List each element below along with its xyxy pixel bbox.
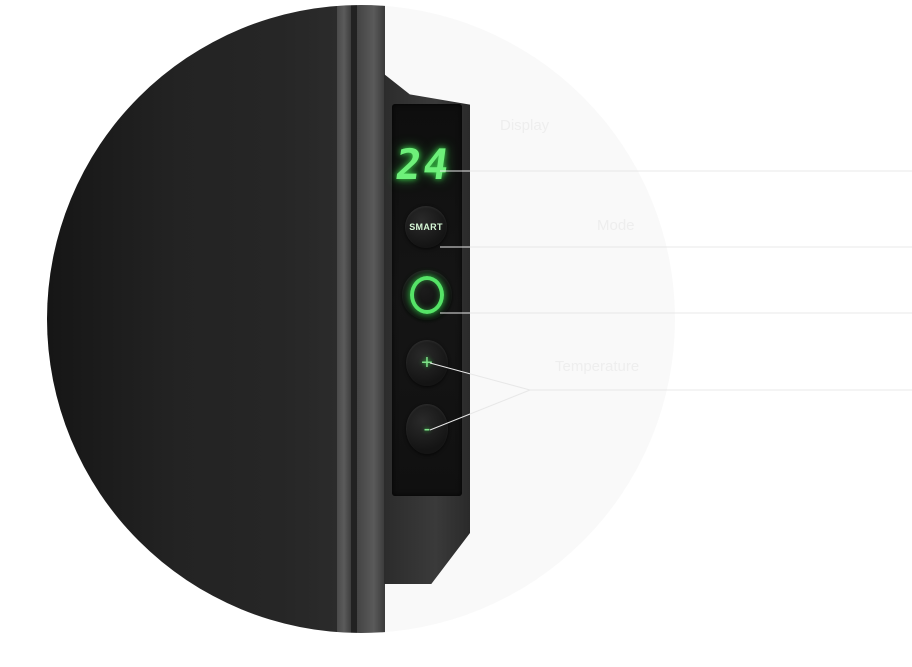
minus-icon: -	[423, 417, 431, 440]
plus-icon: +	[421, 351, 433, 374]
heater-edge-gap	[351, 5, 357, 633]
display-callout-label: Display	[500, 117, 550, 134]
decrease-temperature-button[interactable]: -	[406, 404, 448, 454]
power-ring-icon	[410, 276, 444, 314]
plus-callout-line	[429, 362, 531, 391]
smart-button-label: SMART	[409, 222, 443, 232]
smart-mode-button[interactable]: SMART	[405, 206, 447, 248]
heater-side-frame	[357, 5, 385, 633]
minus-callout-line	[429, 389, 531, 431]
heater-edge	[337, 5, 351, 633]
mode-callout-label: Mode	[597, 217, 635, 234]
power-button[interactable]	[402, 270, 452, 320]
heater-body	[47, 5, 337, 633]
increase-temperature-button[interactable]: +	[406, 340, 448, 386]
temperature-callout-label: Temperature	[555, 358, 640, 375]
circle-frame	[47, 5, 675, 633]
